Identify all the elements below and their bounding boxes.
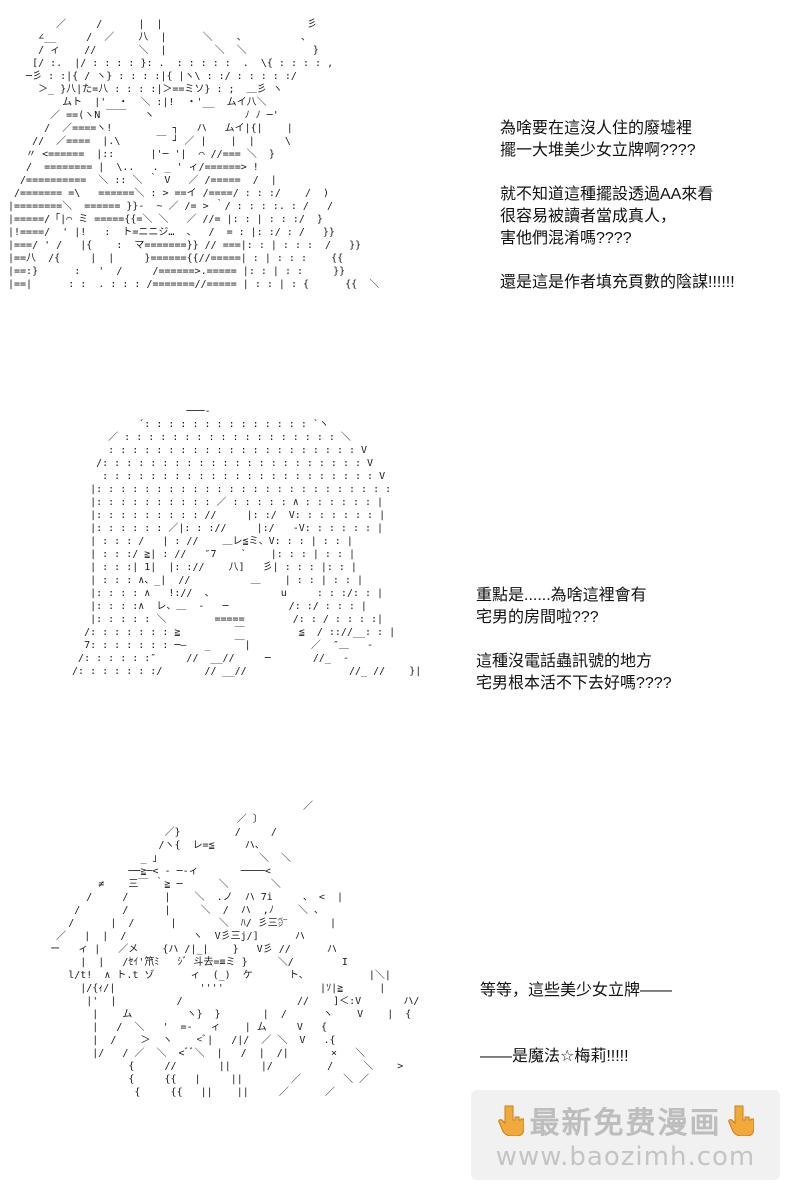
pointing-down-hand-icon [497,1104,524,1137]
caption-line: 宅男的房間啦??? [476,609,599,626]
caption-line: 害他們混淆嗎???? [500,230,632,247]
comic-panel-1: ／ / | | 彡 ∠__ / ／ 八 | ＼ 、 、 / ィ // ＼ | ＼… [0,0,800,395]
comic-panel-3: ／ ／ 〕 ／} / / /ヽ{ レ=≦ ハ、 _ 」 ＼ ＼ ──≧─ [0,790,800,1200]
ascii-art-spiky-haired-character: ／ ／ 〕 ／} / / /ヽ{ レ=≦ ハ、 _ 」 ＼ ＼ ──≧─ [50,801,420,1098]
watermark-url: www.baozimh.com [495,1142,756,1172]
pointing-down-hand-icon [727,1104,754,1137]
caption-line: 還是這是作者填充頁數的陰謀!!!!!! [500,274,735,291]
caption-line: 等等，這些美少女立牌—— [480,982,673,999]
caption-line: 擺一大堆美少女立牌啊???? [500,142,696,159]
caption-line: ——是魔法☆梅莉!!!!! [480,1048,629,1065]
caption-line: 就不知道這種擺設透過AA來看 [500,186,714,203]
ascii-art-shocked-girl: ───- ´: : : : : : : : : : : : : : `ヽ ／ :… [72,406,420,677]
comic-panel-2: ───- ´: : : : : : : : : : : : : : `ヽ ／ :… [0,395,800,790]
caption-line: 重點是......為啥這裡會有 [476,587,647,604]
caption-block-1: 為啥要在這沒人住的廢墟裡 擺一大堆美少女立牌啊???? 就不知道這種擺設透過AA… [500,118,795,294]
watermark-text: 最新免费漫画 [529,1106,722,1141]
watermark-banner: 最新免费漫画 www.baozimh.com [471,1090,780,1180]
caption-line: 宅男根本活不下去好嗎???? [476,675,672,692]
caption-line: 這種沒電話蟲訊號的地方 [476,653,653,670]
caption-line: 為啥要在這沒人住的廢墟裡 [500,120,693,137]
caption-block-2: 重點是......為啥這裡會有 宅男的房間啦??? 這種沒電話蟲訊號的地方 宅男… [476,585,776,695]
caption-block-3: 等等，這些美少女立牌—— ——是魔法☆梅莉!!!!! [480,980,780,1068]
ascii-art-ruins-figure: ／ / | | 彡 ∠__ / ／ 八 | ＼ 、 、 / ィ // ＼ | ＼… [8,19,380,290]
caption-line: 很容易被讀者當成真人， [500,208,677,225]
